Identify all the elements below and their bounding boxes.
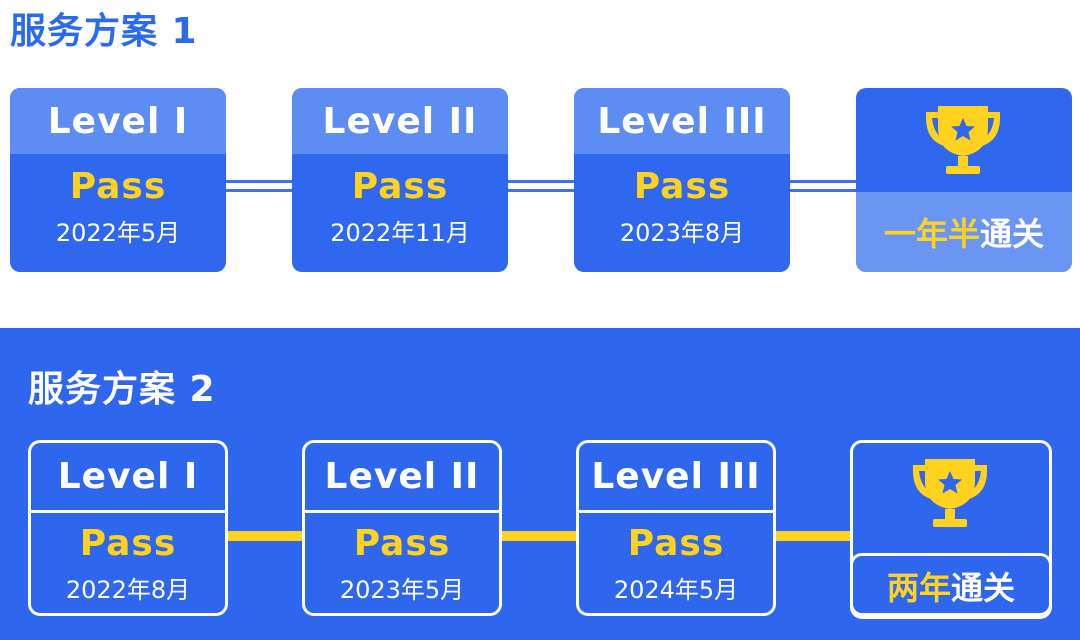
plan2-connector <box>228 531 304 541</box>
result-suffix: 通关 <box>980 215 1045 253</box>
stage-level: Level I <box>31 443 225 513</box>
plan2-stage-card: Level II Pass 2023年5月 <box>302 440 502 616</box>
stage-status: Pass <box>633 166 731 207</box>
plan1-title: 服务方案 1 <box>10 11 198 52</box>
plan2-section <box>0 328 1080 640</box>
stage-status: Pass <box>79 523 177 564</box>
trophy-icon <box>926 106 1000 174</box>
plan2-connector <box>776 531 852 541</box>
plan1-connector <box>790 178 856 194</box>
stage-level: Level III <box>579 443 773 513</box>
result-suffix: 通关 <box>951 569 1016 607</box>
stage-level: Level II <box>305 443 499 513</box>
stage-status: Pass <box>351 166 449 207</box>
stage-level: Level I <box>10 88 226 154</box>
trophy-icon <box>913 459 987 527</box>
plan1-stage-card: Level III Pass 2023年8月 <box>574 88 790 272</box>
plan2-result: 两年通关 <box>850 553 1052 619</box>
stage-status: Pass <box>627 523 725 564</box>
stage-date: 2023年8月 <box>619 219 745 247</box>
stage-status: Pass <box>353 523 451 564</box>
plan1-connector <box>508 178 574 194</box>
plan2-stage-card: Level III Pass 2024年5月 <box>576 440 776 616</box>
stage-date: 2023年5月 <box>339 576 465 604</box>
stage-date: 2022年5月 <box>55 219 181 247</box>
plan2-connector <box>502 531 578 541</box>
stage-level: Level III <box>574 88 790 154</box>
result-highlight: 一年半 <box>883 215 980 253</box>
plan2-title: 服务方案 2 <box>28 369 216 410</box>
stage-date: 2022年8月 <box>65 576 191 604</box>
plan1-stage-card: Level II Pass 2022年11月 <box>292 88 508 272</box>
plan2-stage-card: Level I Pass 2022年8月 <box>28 440 228 616</box>
stage-date: 2024年5月 <box>613 576 739 604</box>
plan1-stage-card: Level I Pass 2022年5月 <box>10 88 226 272</box>
stage-level: Level II <box>292 88 508 154</box>
plan2-result-card: 两年通关 <box>850 440 1052 619</box>
stage-status: Pass <box>69 166 167 207</box>
plan1-result-card: 一年半通关 <box>856 88 1072 272</box>
result-highlight: 两年 <box>886 569 951 607</box>
plan1-result: 一年半通关 <box>856 192 1072 272</box>
plan1-connector <box>226 178 292 194</box>
stage-date: 2022年11月 <box>330 219 470 247</box>
